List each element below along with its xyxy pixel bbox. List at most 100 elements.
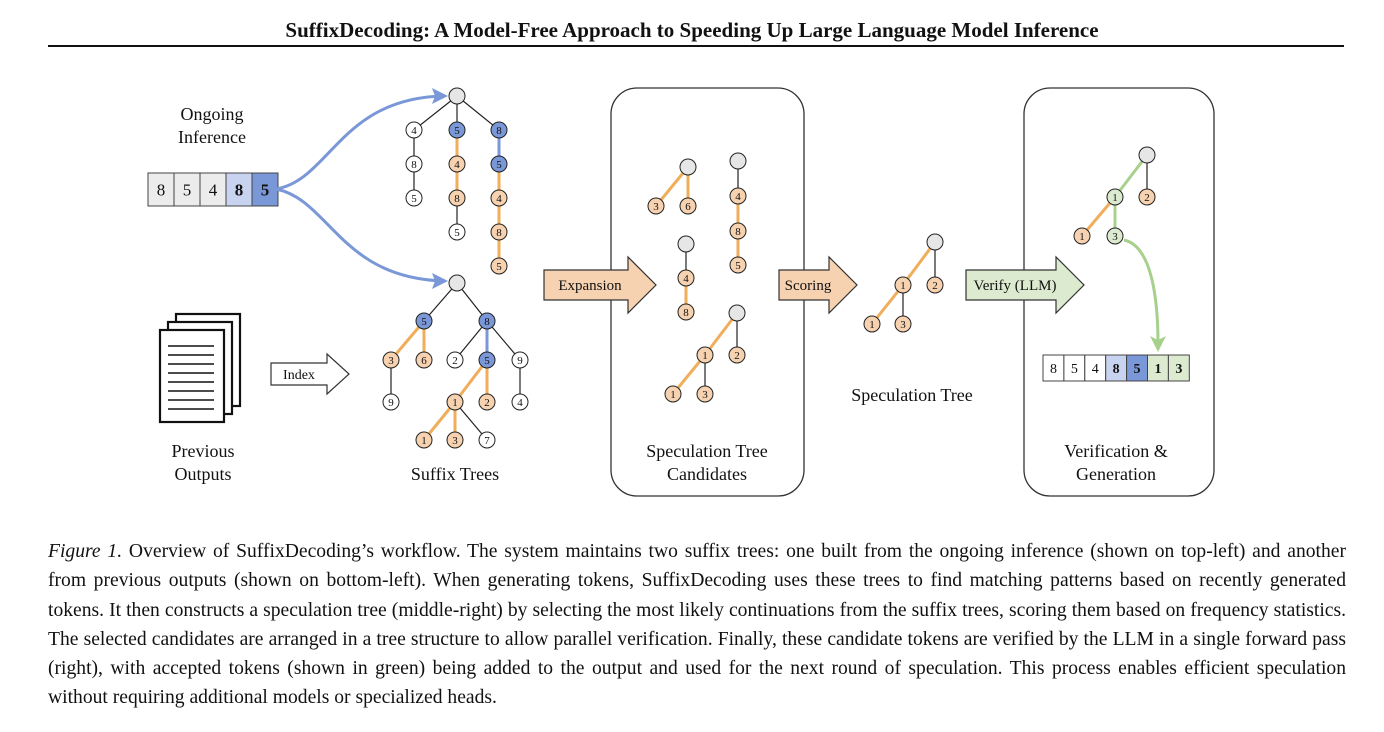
tree-node [490, 189, 508, 207]
tree-node-label: 3 [1112, 231, 1118, 243]
tree-node-label: 5 [454, 125, 460, 137]
tree-node [863, 315, 881, 333]
tree-node-label: 8 [496, 227, 502, 239]
tree-node [511, 351, 529, 369]
tree-node-label: 2 [1144, 192, 1150, 204]
tree-node-label: 4 [454, 159, 460, 171]
tree-node-label: 9 [517, 355, 523, 367]
tree-node [926, 276, 944, 294]
figure-caption: Figure 1. Overview of SuffixDecoding’s w… [48, 537, 1346, 713]
ongoing-token-value: 5 [261, 181, 270, 200]
header-rule [48, 45, 1344, 47]
ongoing-token-value: 5 [183, 181, 192, 200]
tree-node [729, 222, 747, 240]
tree-node [405, 155, 423, 173]
tree-root-node [677, 235, 695, 253]
tree-node [1106, 227, 1124, 245]
tree-root-node [926, 233, 944, 251]
match-arrow-lower [275, 187, 445, 283]
ongoing-inference-label: Ongoing [181, 104, 244, 124]
tree-node-label: 8 [454, 193, 460, 205]
output-token-value: 5 [1071, 362, 1078, 377]
tree-node-label: 4 [496, 193, 502, 205]
tree-node-label: 1 [869, 319, 875, 331]
tree-node-label: 8 [411, 159, 417, 171]
tree-node [1073, 227, 1091, 245]
figure-caption-text: Overview of SuffixDecoding’s workflow. T… [48, 541, 1346, 709]
output-token-value: 8 [1113, 362, 1120, 377]
scoring-arrow-label: Scoring [785, 278, 832, 294]
tree-node-label: 4 [517, 397, 523, 409]
verify-arrow [965, 255, 1085, 315]
figure-caption-label: Figure 1. [48, 541, 123, 562]
tree-node-label: 5 [484, 355, 490, 367]
arrowhead [432, 88, 448, 104]
previous-outputs-label: Previous [172, 441, 235, 461]
verification-label: Verification & [1064, 441, 1167, 461]
tree-node-label: 8 [496, 125, 502, 137]
ongoing-inference-label: Inference [178, 127, 246, 147]
tree-node [490, 121, 508, 139]
tree-node-label: 9 [388, 397, 394, 409]
tree-edge [901, 240, 937, 287]
speculation-tree-label: Speculation Tree [851, 385, 973, 405]
tree-node [415, 312, 433, 330]
tree-node [478, 351, 496, 369]
tree-edge [413, 95, 458, 131]
tree-node [696, 385, 714, 403]
tree-node-label: 1 [702, 350, 708, 362]
tree-node-label: 3 [702, 389, 708, 401]
previous-outputs-label: Outputs [174, 464, 231, 484]
tree-node [647, 197, 665, 215]
tree-node-label: 1 [670, 389, 676, 401]
tree-node [894, 315, 912, 333]
tree-node-label: 3 [900, 319, 906, 331]
tree-edge [1080, 195, 1117, 238]
tree-node-label: 4 [411, 125, 417, 137]
tree-node-label: 5 [421, 316, 427, 328]
tree-node [894, 276, 912, 294]
index-arrow [270, 352, 350, 396]
output-token-value: 4 [1092, 362, 1099, 377]
tree-node [478, 431, 496, 449]
tree-root-node [448, 87, 466, 105]
tree-node-label: 6 [685, 201, 691, 213]
tree-node [729, 256, 747, 274]
tree-node [405, 189, 423, 207]
tree-node [490, 223, 508, 241]
output-token-cell [1167, 354, 1190, 382]
tree-node-label: 5 [496, 159, 502, 171]
tree-node-label: 1 [452, 397, 458, 409]
tree-node [490, 155, 508, 173]
match-arrow-upper [275, 94, 445, 191]
output-token-value: 3 [1175, 362, 1182, 377]
tree-node [728, 346, 746, 364]
tree-node-label: 3 [388, 355, 394, 367]
tree-node [677, 269, 695, 287]
candidates-label: Candidates [667, 464, 747, 484]
tree-node [448, 223, 466, 241]
tree-node [478, 312, 496, 330]
tree-node [446, 351, 464, 369]
scoring-arrow [778, 255, 858, 315]
paper-running-header: SuffixDecoding: A Model-Free Approach to… [285, 18, 1099, 42]
tree-node [1138, 188, 1156, 206]
tree-node-label: 3 [452, 435, 458, 447]
tree-node [664, 385, 682, 403]
verify-arrow-label: Verify (LLM) [974, 278, 1057, 294]
tree-node [446, 393, 464, 411]
tree-node [1106, 188, 1124, 206]
tree-node [448, 189, 466, 207]
tree-root-node [729, 152, 747, 170]
output-token-value: 8 [1050, 362, 1057, 377]
tree-root-node [448, 274, 466, 292]
tree-node [382, 393, 400, 411]
tree-node [729, 187, 747, 205]
tree-node-label: 8 [735, 226, 741, 238]
verification-label: Generation [1076, 464, 1156, 484]
tree-root-node [1138, 146, 1156, 164]
ongoing-token-cell [251, 172, 279, 207]
tree-edge [389, 319, 426, 362]
ongoing-token-cell [147, 172, 175, 207]
